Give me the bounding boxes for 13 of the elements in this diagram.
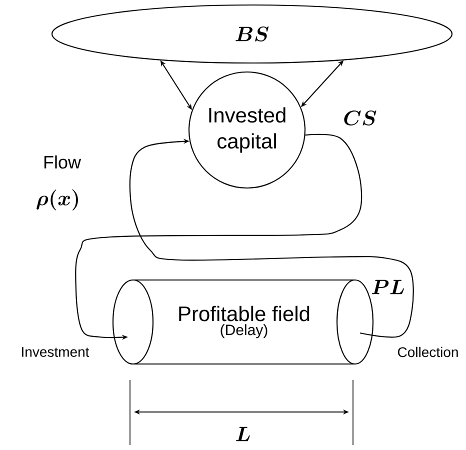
math-label: $PL$ [372,280,404,294]
flow-label: Flow [44,155,82,169]
node-label: (Delay) [220,324,268,338]
cylinder: Profitable field (Delay) [112,279,374,365]
formula-label: $\rho(x)$ [36,190,78,210]
node-label: Profitable field [179,306,310,322]
arrow [129,138,414,338]
end-label: Collection [398,346,458,358]
end-label: Investment [22,347,90,357]
circle-node: Invested capital [188,71,306,189]
ellipse-node: $BS$ [51,4,453,64]
dimension-label: $L$ [236,426,250,442]
math-label: $CS$ [344,110,376,126]
